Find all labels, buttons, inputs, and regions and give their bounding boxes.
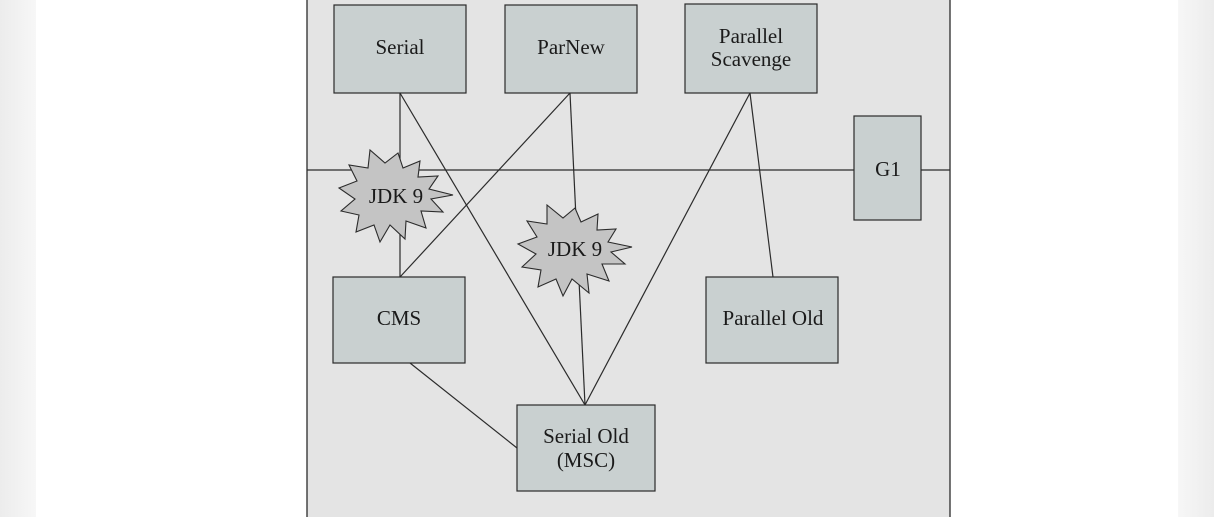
node-parallel-scavenge-box [684,3,818,94]
node-g1-box [853,115,922,221]
jdk9-label-2: JDK 9 [548,237,602,261]
page-shadow-right [1178,0,1214,517]
starburst-shape-2 [516,203,633,298]
node-serial-old-label-line2: (MSC) [557,448,615,472]
node-parallel-old-box [705,276,839,364]
node-cms-box [332,276,466,364]
node-serial-old-box [516,404,656,492]
page-shadow-left [0,0,36,517]
node-parnew-box [504,4,638,94]
node-parallel-scavenge-label-line2: Scavenge [711,47,791,71]
node-serial: Serial [333,4,467,94]
node-cms-label: CMS [377,306,421,330]
jdk9-label-1: JDK 9 [369,184,423,208]
node-serial-old: Serial Old (MSC) [516,404,656,492]
node-parallel-old-label: Parallel Old [723,306,824,330]
node-serial-old-label-line1: Serial Old [543,424,629,448]
node-g1: G1 [853,115,922,221]
edge-parallelscavenge-serialold [584,92,751,406]
edge-parallelscavenge-parallelold [749,92,774,278]
jdk9-deprecation-burst-2: JDK 9 [516,203,633,298]
node-serial-label: Serial [376,35,425,59]
edge-cms-serialold [409,362,518,449]
node-parallel-old: Parallel Old [705,276,839,364]
node-parallel-scavenge: Parallel Scavenge [684,3,818,94]
edge-parnew-cms [399,92,571,278]
node-cms: CMS [332,276,466,364]
jdk9-deprecation-burst-1: JDK 9 [337,148,454,244]
starburst-shape-1 [337,148,454,244]
edge-serial-serialold [399,92,586,406]
node-parnew-label: ParNew [537,35,605,59]
node-serial-box [333,4,467,94]
node-g1-label: G1 [875,157,901,181]
node-parnew: ParNew [504,4,638,94]
node-parallel-scavenge-label-line1: Parallel [719,24,783,48]
